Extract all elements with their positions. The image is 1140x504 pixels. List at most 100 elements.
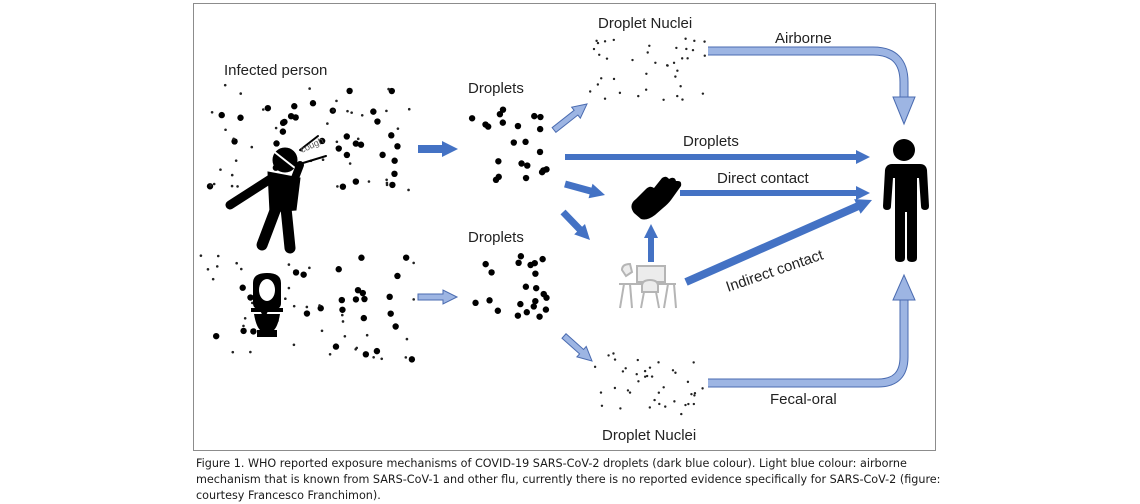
droplet-dot-small — [588, 90, 592, 93]
droplet-dot — [542, 306, 550, 313]
droplet-dot — [391, 157, 398, 164]
droplet-dot-small — [232, 137, 235, 141]
droplet-dot-small — [662, 98, 665, 101]
droplet-dot — [359, 289, 366, 297]
droplet-dot-small — [305, 305, 309, 309]
droplet-dot — [250, 328, 257, 335]
droplet-dot — [346, 87, 353, 95]
droplet-dot-small — [599, 391, 603, 394]
droplet-dot-small — [613, 358, 617, 361]
droplet-dot — [532, 270, 539, 277]
droplet-dot-small — [308, 87, 311, 90]
droplet-dot-small — [653, 398, 656, 402]
droplet-dot-small — [612, 77, 616, 81]
droplet-dot — [537, 113, 544, 121]
droplet-dot-small — [618, 91, 622, 95]
cough-label: cough — [299, 135, 325, 154]
droplet-dot — [402, 254, 410, 261]
droplet-dot-small — [595, 39, 598, 43]
arrow-droplets-to-nuclei-top — [551, 103, 588, 134]
droplet-dot-small — [673, 400, 676, 403]
droplet-dot — [388, 87, 395, 95]
droplet-dot — [499, 106, 507, 113]
droplet-dot-small — [664, 405, 667, 408]
droplet-dot-small — [284, 297, 287, 301]
droplet-dot — [488, 269, 495, 276]
droplet-dot-small — [679, 85, 682, 88]
droplet-dot-small — [692, 361, 695, 364]
droplet-dot-small — [412, 261, 415, 265]
droplet-dot-small — [210, 111, 214, 114]
droplet-dot-small — [332, 109, 335, 112]
droplet-dot — [531, 112, 538, 120]
droplet-dot-small — [336, 185, 339, 188]
droplet-dot-small — [628, 391, 632, 394]
droplet-dot-small — [613, 386, 617, 390]
droplet-dot-small — [693, 392, 697, 395]
droplet-dot-small — [600, 404, 604, 407]
arrow-toilet-to-droplets — [417, 289, 459, 305]
droplet-dot — [273, 140, 280, 147]
droplet-dot — [486, 297, 493, 304]
droplet-dot — [522, 174, 530, 182]
label-route-fecal-oral: Fecal-oral — [770, 391, 837, 408]
droplet-dot — [264, 104, 272, 112]
label-infected-person: Infected person — [224, 62, 327, 79]
droplet-dot-small — [407, 107, 411, 111]
droplet-dot-small — [235, 261, 238, 265]
droplet-dot — [237, 114, 244, 121]
droplet-dot-small — [318, 304, 321, 307]
droplet-dot-small — [648, 406, 652, 409]
droplet-dot — [379, 151, 386, 159]
figure-caption: Figure 1. WHO reported exposure mechanis… — [196, 457, 941, 502]
droplet-dot-small — [687, 402, 690, 406]
droplet-dot — [391, 170, 398, 178]
arrow-route-airborne-head — [892, 96, 916, 126]
droplet-dot-small — [243, 316, 247, 320]
workstation-icon — [619, 262, 677, 309]
label-droplet-nuclei-bottom: Droplet Nuclei — [602, 427, 696, 444]
droplet-dot-small — [684, 37, 687, 40]
droplet-dot-small — [387, 87, 390, 91]
droplet-dot — [335, 266, 342, 273]
droplet-dot — [496, 110, 504, 118]
droplet-dot — [358, 254, 365, 261]
droplet-dot-small — [686, 57, 689, 60]
droplet-dot-small — [635, 373, 638, 376]
droplet-dot — [373, 347, 381, 355]
droplet-dot — [392, 323, 399, 330]
droplet-dot-small — [321, 158, 325, 162]
droplet-dot-small — [645, 374, 649, 378]
droplet-dot-small — [621, 370, 625, 373]
droplet-dot-small — [703, 54, 706, 57]
droplet-dot-small — [251, 301, 254, 305]
droplet-dot — [279, 119, 287, 127]
droplet-dot — [472, 299, 479, 307]
droplet-dot-small — [404, 356, 408, 359]
droplet-dot-small — [335, 140, 339, 144]
droplet-dot-small — [199, 254, 203, 257]
droplet-dot-small — [703, 40, 706, 43]
arrow-workstation-to-hand — [644, 224, 658, 262]
droplet-dot — [515, 259, 522, 267]
droplet-dot-small — [211, 277, 215, 281]
droplet-dot — [536, 125, 544, 133]
droplet-dot-small — [365, 333, 369, 337]
droplet-dot — [239, 284, 246, 291]
droplet-dot — [212, 332, 220, 340]
droplet-dot-small — [385, 109, 388, 113]
droplet-dot-small — [249, 350, 252, 354]
droplet-dot — [524, 162, 531, 169]
droplet-dot — [343, 151, 351, 159]
droplet-dot-small — [236, 185, 239, 188]
droplet-nuclei-cluster-bottom — [593, 352, 704, 416]
droplet-dot — [538, 168, 546, 176]
droplet-dot-small — [612, 352, 615, 355]
droplet-dot — [339, 306, 346, 313]
droplet-dot — [300, 271, 307, 278]
droplet-dot-small — [657, 361, 660, 364]
droplet-dot-small — [648, 366, 652, 369]
droplet-dot-small — [644, 88, 648, 91]
droplet-dot — [352, 178, 360, 185]
